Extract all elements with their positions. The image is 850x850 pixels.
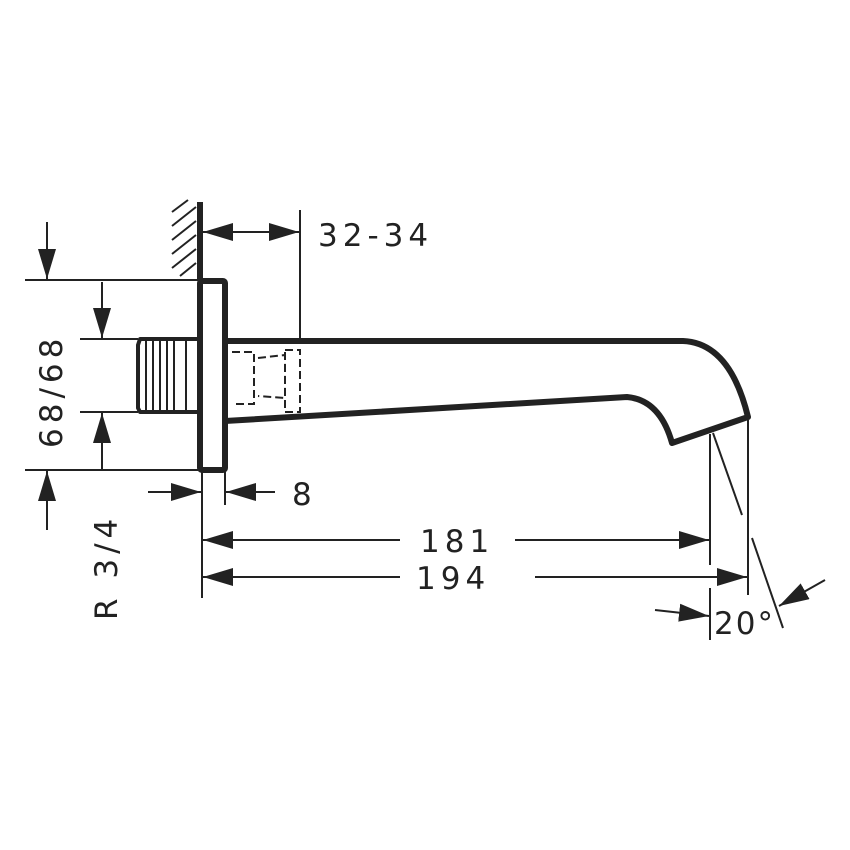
dimension-height: 68/68 R 3/4 (34, 222, 125, 620)
spout-body (224, 338, 751, 446)
thread-connector (136, 337, 198, 414)
dimension-length-total: 194 (203, 561, 747, 597)
dimension-escutcheon-thickness: 8 (148, 477, 317, 513)
dim-label-length-total: 194 (416, 561, 490, 597)
wall-hatching (171, 199, 197, 277)
hidden-insert (232, 349, 301, 413)
dim-label-height: 68/68 (34, 334, 70, 448)
dim-label-escutcheon-thickness: 8 (292, 477, 317, 513)
dimension-angle: 20° (654, 579, 826, 642)
wall (171, 199, 203, 280)
dim-label-length-inner: 181 (420, 524, 494, 560)
dim-label-thread: R 3/4 (89, 514, 125, 620)
extension-lines (25, 210, 784, 640)
dimension-wall-depth: 32-34 (203, 218, 433, 254)
dim-label-angle: 20° (714, 606, 775, 642)
escutcheon (197, 278, 228, 473)
dim-label-wall-depth: 32-34 (318, 218, 433, 254)
dimension-length-inner: 181 (203, 524, 709, 560)
